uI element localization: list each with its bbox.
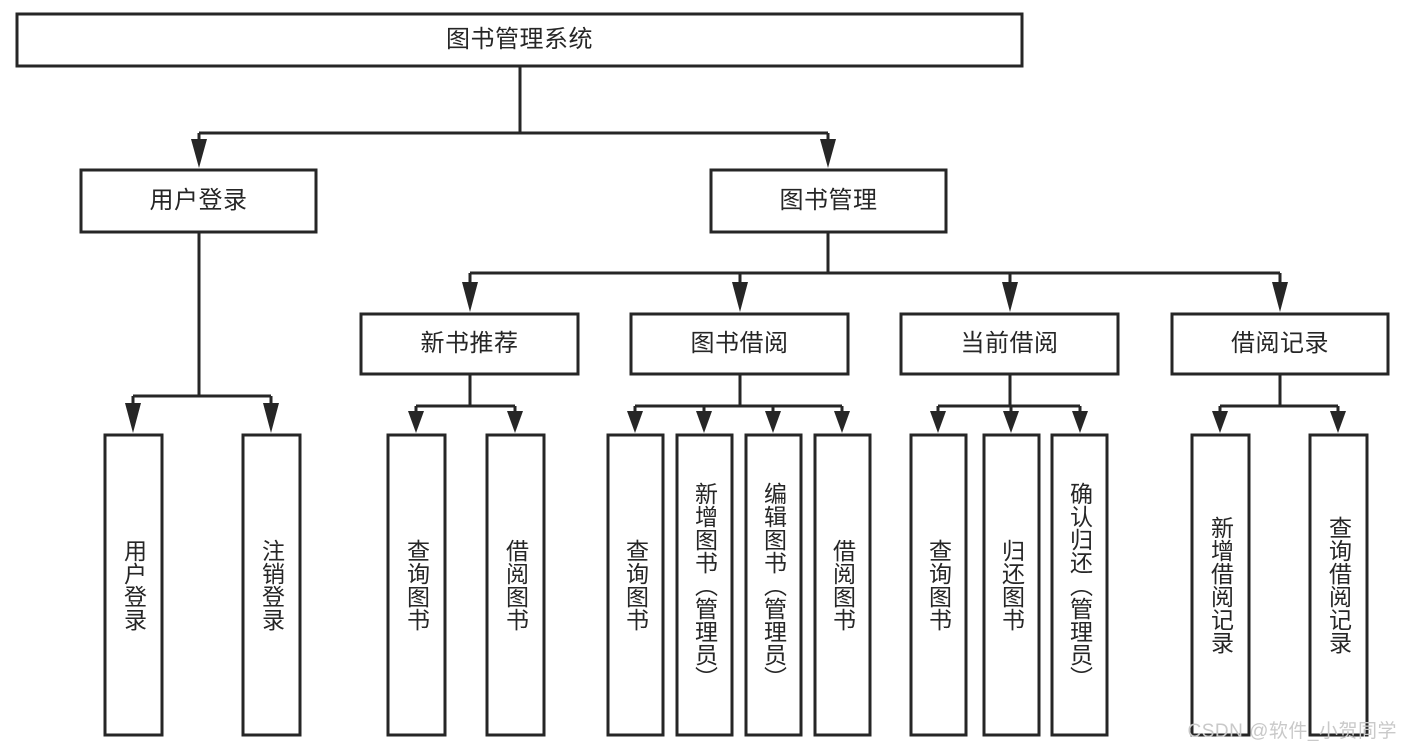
watermark-credit: CSDN @软件_小贺同学 [1187,721,1397,742]
connector-group-book-borrow [627,374,850,433]
arrowhead-to-leaf-borrow-book-1 [507,411,523,433]
connector-group-root [191,66,836,168]
node-box-book-manage[interactable] [709,168,948,234]
node-box-current-borrow[interactable] [899,312,1120,376]
connector-group-borrow-record [1212,374,1346,433]
connector-group-current-borrow [930,374,1088,433]
connector-group-book-manage [462,232,1288,312]
arrowhead-to-leaf-query-book-1 [408,411,424,433]
arrowhead-to-book-borrow [732,282,748,312]
node-box-leaf-add-book[interactable] [675,433,734,737]
node-box-leaf-add-record[interactable] [1190,433,1251,737]
connector-group-new-book-recommend [408,374,523,433]
node-box-new-book-recommend[interactable] [359,312,580,376]
arrowhead-to-current-borrow [1002,282,1018,312]
arrowhead-to-borrow-record [1272,282,1288,312]
arrowhead-to-leaf-user-login [125,403,141,433]
connector-group-user-login [125,232,279,433]
node-box-leaf-borrow-book-2[interactable] [813,433,872,737]
arrowhead-to-leaf-borrow-book-2 [834,411,850,433]
node-box-leaf-query-book-3[interactable] [909,433,968,737]
arrowhead-to-book-manage [820,139,836,168]
node-box-leaf-logout[interactable] [241,433,302,737]
node-box-root[interactable] [15,12,1024,68]
node-box-leaf-query-book-2[interactable] [606,433,665,737]
arrowhead-to-leaf-add-book [696,411,712,433]
node-box-leaf-edit-book[interactable] [744,433,803,737]
arrowhead-to-leaf-edit-book [765,411,781,433]
arrowhead-to-leaf-confirm-return [1072,411,1088,433]
arrowhead-to-user-login [191,139,207,168]
node-box-leaf-user-login[interactable] [103,433,164,737]
node-box-leaf-borrow-book-1[interactable] [485,433,546,737]
node-box-borrow-record[interactable] [1170,312,1390,376]
node-box-leaf-confirm-return[interactable] [1050,433,1109,737]
arrowhead-to-new-book-recommend [462,282,478,312]
arrowhead-to-leaf-logout [263,403,279,433]
arrowhead-to-leaf-query-book-3 [930,411,946,433]
arrowhead-to-leaf-add-record [1212,411,1228,433]
arrowhead-to-leaf-query-record [1330,411,1346,433]
node-box-book-borrow[interactable] [629,312,850,376]
node-box-user-login[interactable] [79,168,318,234]
node-box-leaf-return-book[interactable] [982,433,1041,737]
node-box-leaf-query-record[interactable] [1308,433,1369,737]
arrowhead-to-leaf-return-book [1003,411,1019,433]
node-box-leaf-query-book-1[interactable] [386,433,447,737]
arrowhead-to-leaf-query-book-2 [627,411,643,433]
